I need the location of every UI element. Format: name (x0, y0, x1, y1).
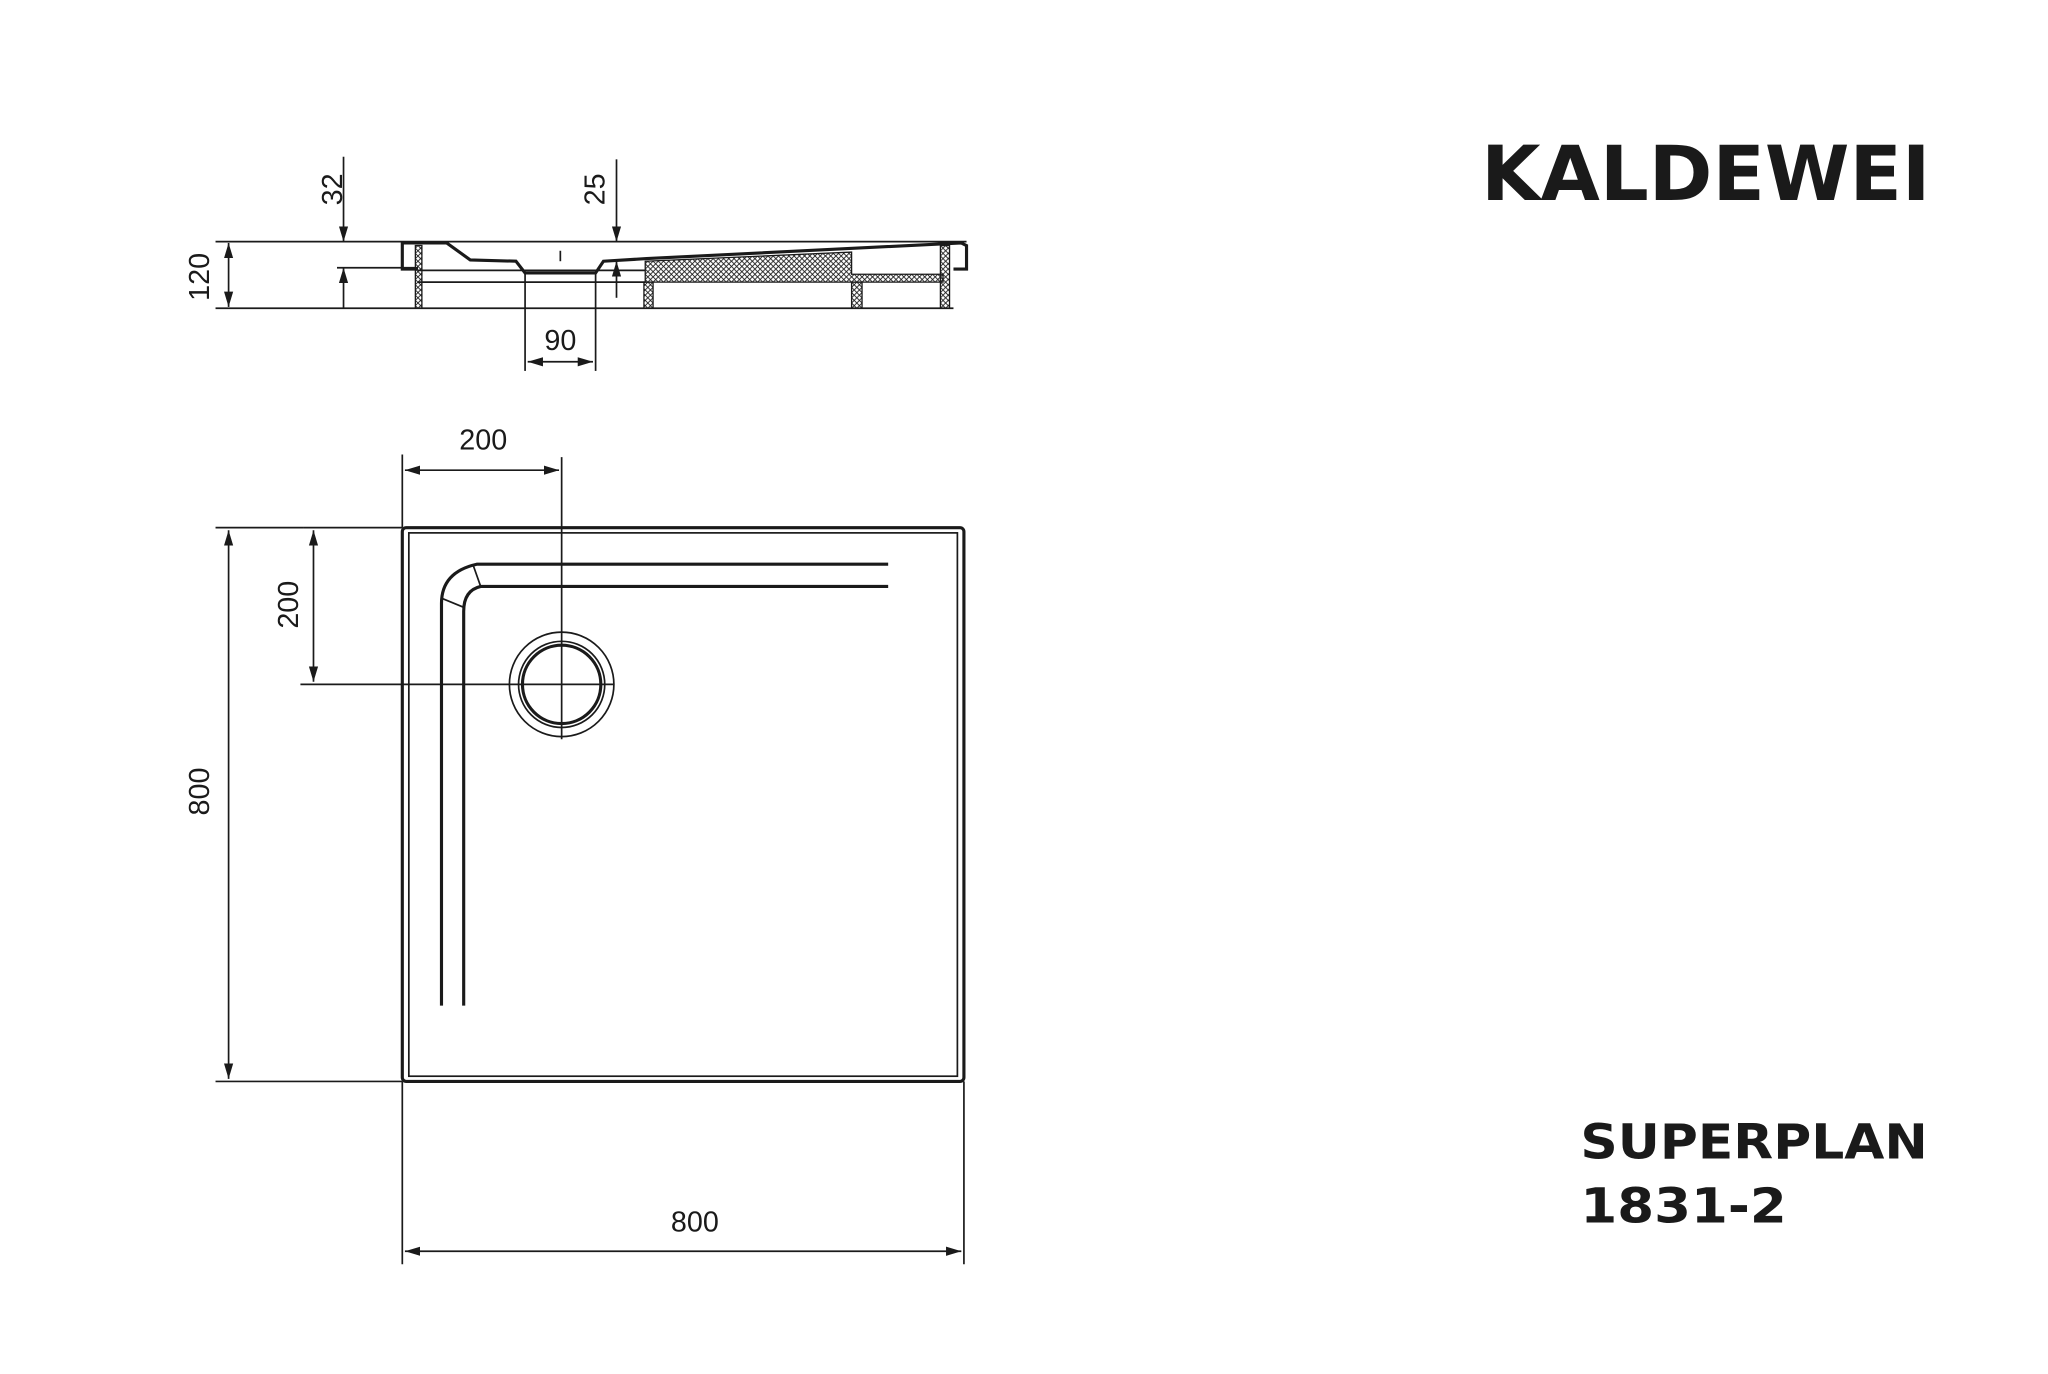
dim-label-length: 800 (184, 768, 216, 816)
dim-label-height: 120 (184, 253, 216, 301)
dim-label-drain-width: 90 (544, 325, 576, 357)
dim-label-width: 800 (671, 1207, 719, 1239)
product-model: 1831-2 (1580, 1178, 1786, 1234)
tray-outline (400, 526, 966, 1084)
dim-label-drain-offset-x: 200 (459, 424, 507, 456)
dim-label-drain-depth: 25 (580, 173, 612, 205)
dim-label-rim-depth: 32 (317, 173, 349, 205)
plan-view: 200 200 800 800 (184, 424, 966, 1265)
kaldewei-logo: KALDEWEI (1481, 130, 1930, 218)
drain-channel (439, 562, 889, 1006)
product-name: SUPERPLAN (1580, 1114, 1927, 1170)
section-view: 120 32 25 90 (184, 156, 969, 371)
tray-profile (400, 241, 969, 275)
dim-label-drain-offset-y: 200 (273, 581, 305, 629)
